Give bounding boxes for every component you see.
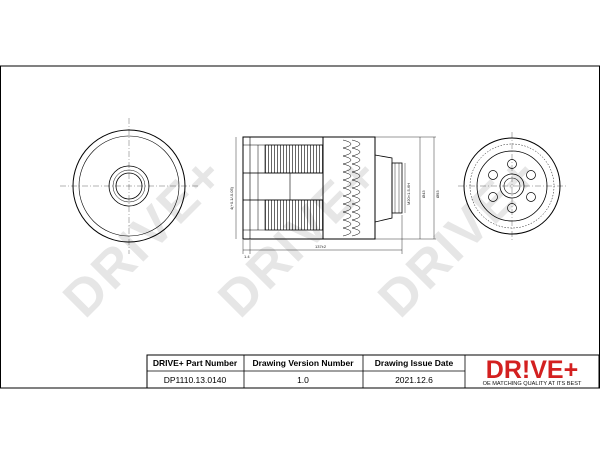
dim-thread: M20×1.5-6H xyxy=(406,183,411,205)
version-label: Drawing Version Number xyxy=(252,358,354,368)
dim-gasket: 1.4 xyxy=(244,254,250,259)
issue-date-label: Drawing Issue Date xyxy=(375,358,454,368)
top-view xyxy=(458,132,566,240)
title-block: DRIVE+ Part Number Drawing Version Numbe… xyxy=(146,354,600,389)
bottom-view xyxy=(60,118,198,254)
issue-date-value: 2021.12.6 xyxy=(395,375,433,385)
dim-inner: Ø43 xyxy=(421,190,426,198)
dim-height: 137±2 xyxy=(315,244,327,249)
part-number-label: DRIVE+ Part Number xyxy=(153,358,238,368)
brand-logo: DR!VE+ xyxy=(486,356,578,384)
part-number-value: DP1110.13.0140 xyxy=(164,375,227,385)
side-view: 137±2 1.4 4(+0.1/-0.05) M20×1.5-6H Ø43 Ø… xyxy=(229,136,440,259)
dim-tolerance: 4(+0.1/-0.05) xyxy=(229,186,234,210)
brand-tagline: OE MATCHING QUALITY AT ITS BEST xyxy=(483,381,582,387)
version-value: 1.0 xyxy=(297,375,309,385)
dim-diameter: Ø93 xyxy=(435,190,440,198)
